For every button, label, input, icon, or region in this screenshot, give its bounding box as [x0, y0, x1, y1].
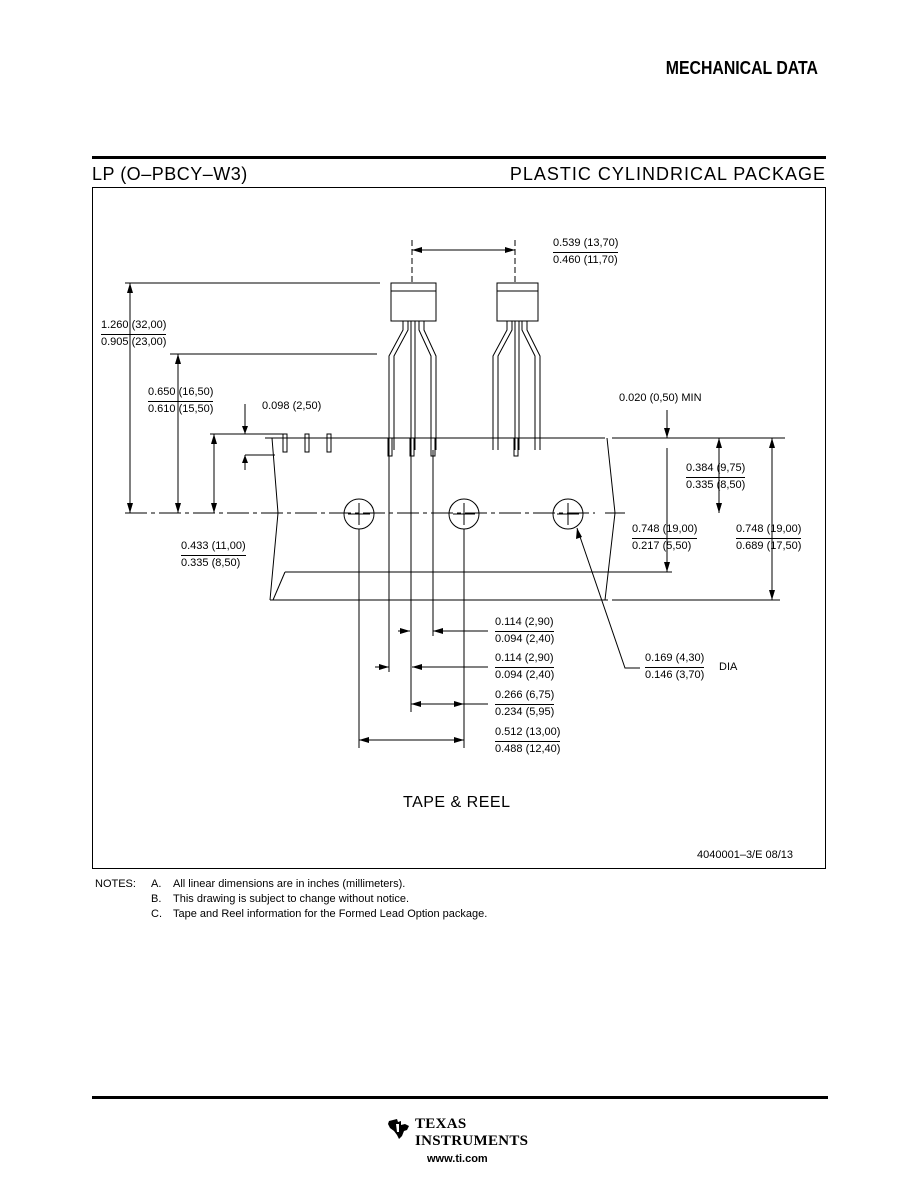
drawing-label: TAPE & REEL	[403, 794, 511, 811]
note-text: All linear dimensions are in inches (mil…	[173, 878, 406, 890]
drawing-frame	[92, 187, 826, 869]
note-letter: B.	[151, 893, 162, 905]
dim-hole-offset: 0.384 (9,75)0.335 (8,50)	[686, 462, 746, 491]
note-text: Tape and Reel information for the Formed…	[173, 908, 488, 920]
dim-tape-width-b: 0.748 (19,00)0.689 (17,50)	[736, 523, 802, 552]
brand-line1: TEXAS	[415, 1116, 467, 1132]
notes-heading: NOTES:	[95, 878, 136, 890]
dim-component-pitch: 0.266 (6,75)0.234 (5,95)	[495, 689, 555, 718]
dim-lead-spacing-2: 0.114 (2,90)0.094 (2,40)	[495, 652, 555, 681]
package-code: LP (O–PBCY–W3)	[92, 164, 248, 184]
dim-lead-height: 0.650 (16,50)0.610 (15,50)	[148, 386, 214, 415]
dim-min-clearance: 0.020 (0,50) MIN	[619, 392, 702, 404]
dim-tape-width-a: 0.748 (19,00)0.217 (5,50)	[632, 523, 698, 552]
dimension-arrows	[127, 247, 775, 743]
component-left	[387, 282, 437, 457]
footer-rule	[92, 1096, 828, 1099]
note-letter: A.	[151, 878, 162, 890]
drawing-number: 4040001–3/E 08/13	[697, 849, 794, 861]
package-description: PLASTIC CYLINDRICAL PACKAGE	[509, 164, 826, 184]
tape-inner-edge-left	[272, 571, 286, 601]
dim-lead-spacing-1: 0.114 (2,90)0.094 (2,40)	[495, 616, 555, 645]
frame-top-rule	[92, 156, 826, 159]
dim-standoff: 0.098 (2,50)	[262, 400, 322, 412]
brand-line2: INSTRUMENTS	[415, 1133, 529, 1149]
dim-lead-pitch: 0.539 (13,70)0.460 (11,70)	[553, 237, 619, 266]
dim-hole-to-lead: 0.433 (11,00)0.335 (8,50)	[181, 540, 246, 569]
ti-logo-icon	[388, 1119, 409, 1139]
component-right	[492, 282, 541, 457]
tape-break-left	[269, 437, 279, 601]
sprocket-hole	[552, 498, 584, 530]
note-letter: C.	[151, 908, 162, 920]
dim-hole-pitch: 0.512 (13,00)0.488 (12,40)	[495, 726, 561, 755]
sprocket-holes	[343, 498, 584, 530]
note-text: This drawing is subject to change withou…	[173, 893, 410, 905]
tape-break-right	[604, 437, 616, 601]
dim-dia-suffix: DIA	[719, 661, 738, 673]
dim-overall-height: 1.260 (32,00)0.905 (23,00)	[101, 319, 167, 348]
dim-hole-dia: 0.169 (4,30)0.146 (3,70)	[645, 652, 705, 681]
page-title: MECHANICAL DATA	[665, 58, 818, 78]
website-link[interactable]: www.ti.com	[427, 1153, 488, 1165]
